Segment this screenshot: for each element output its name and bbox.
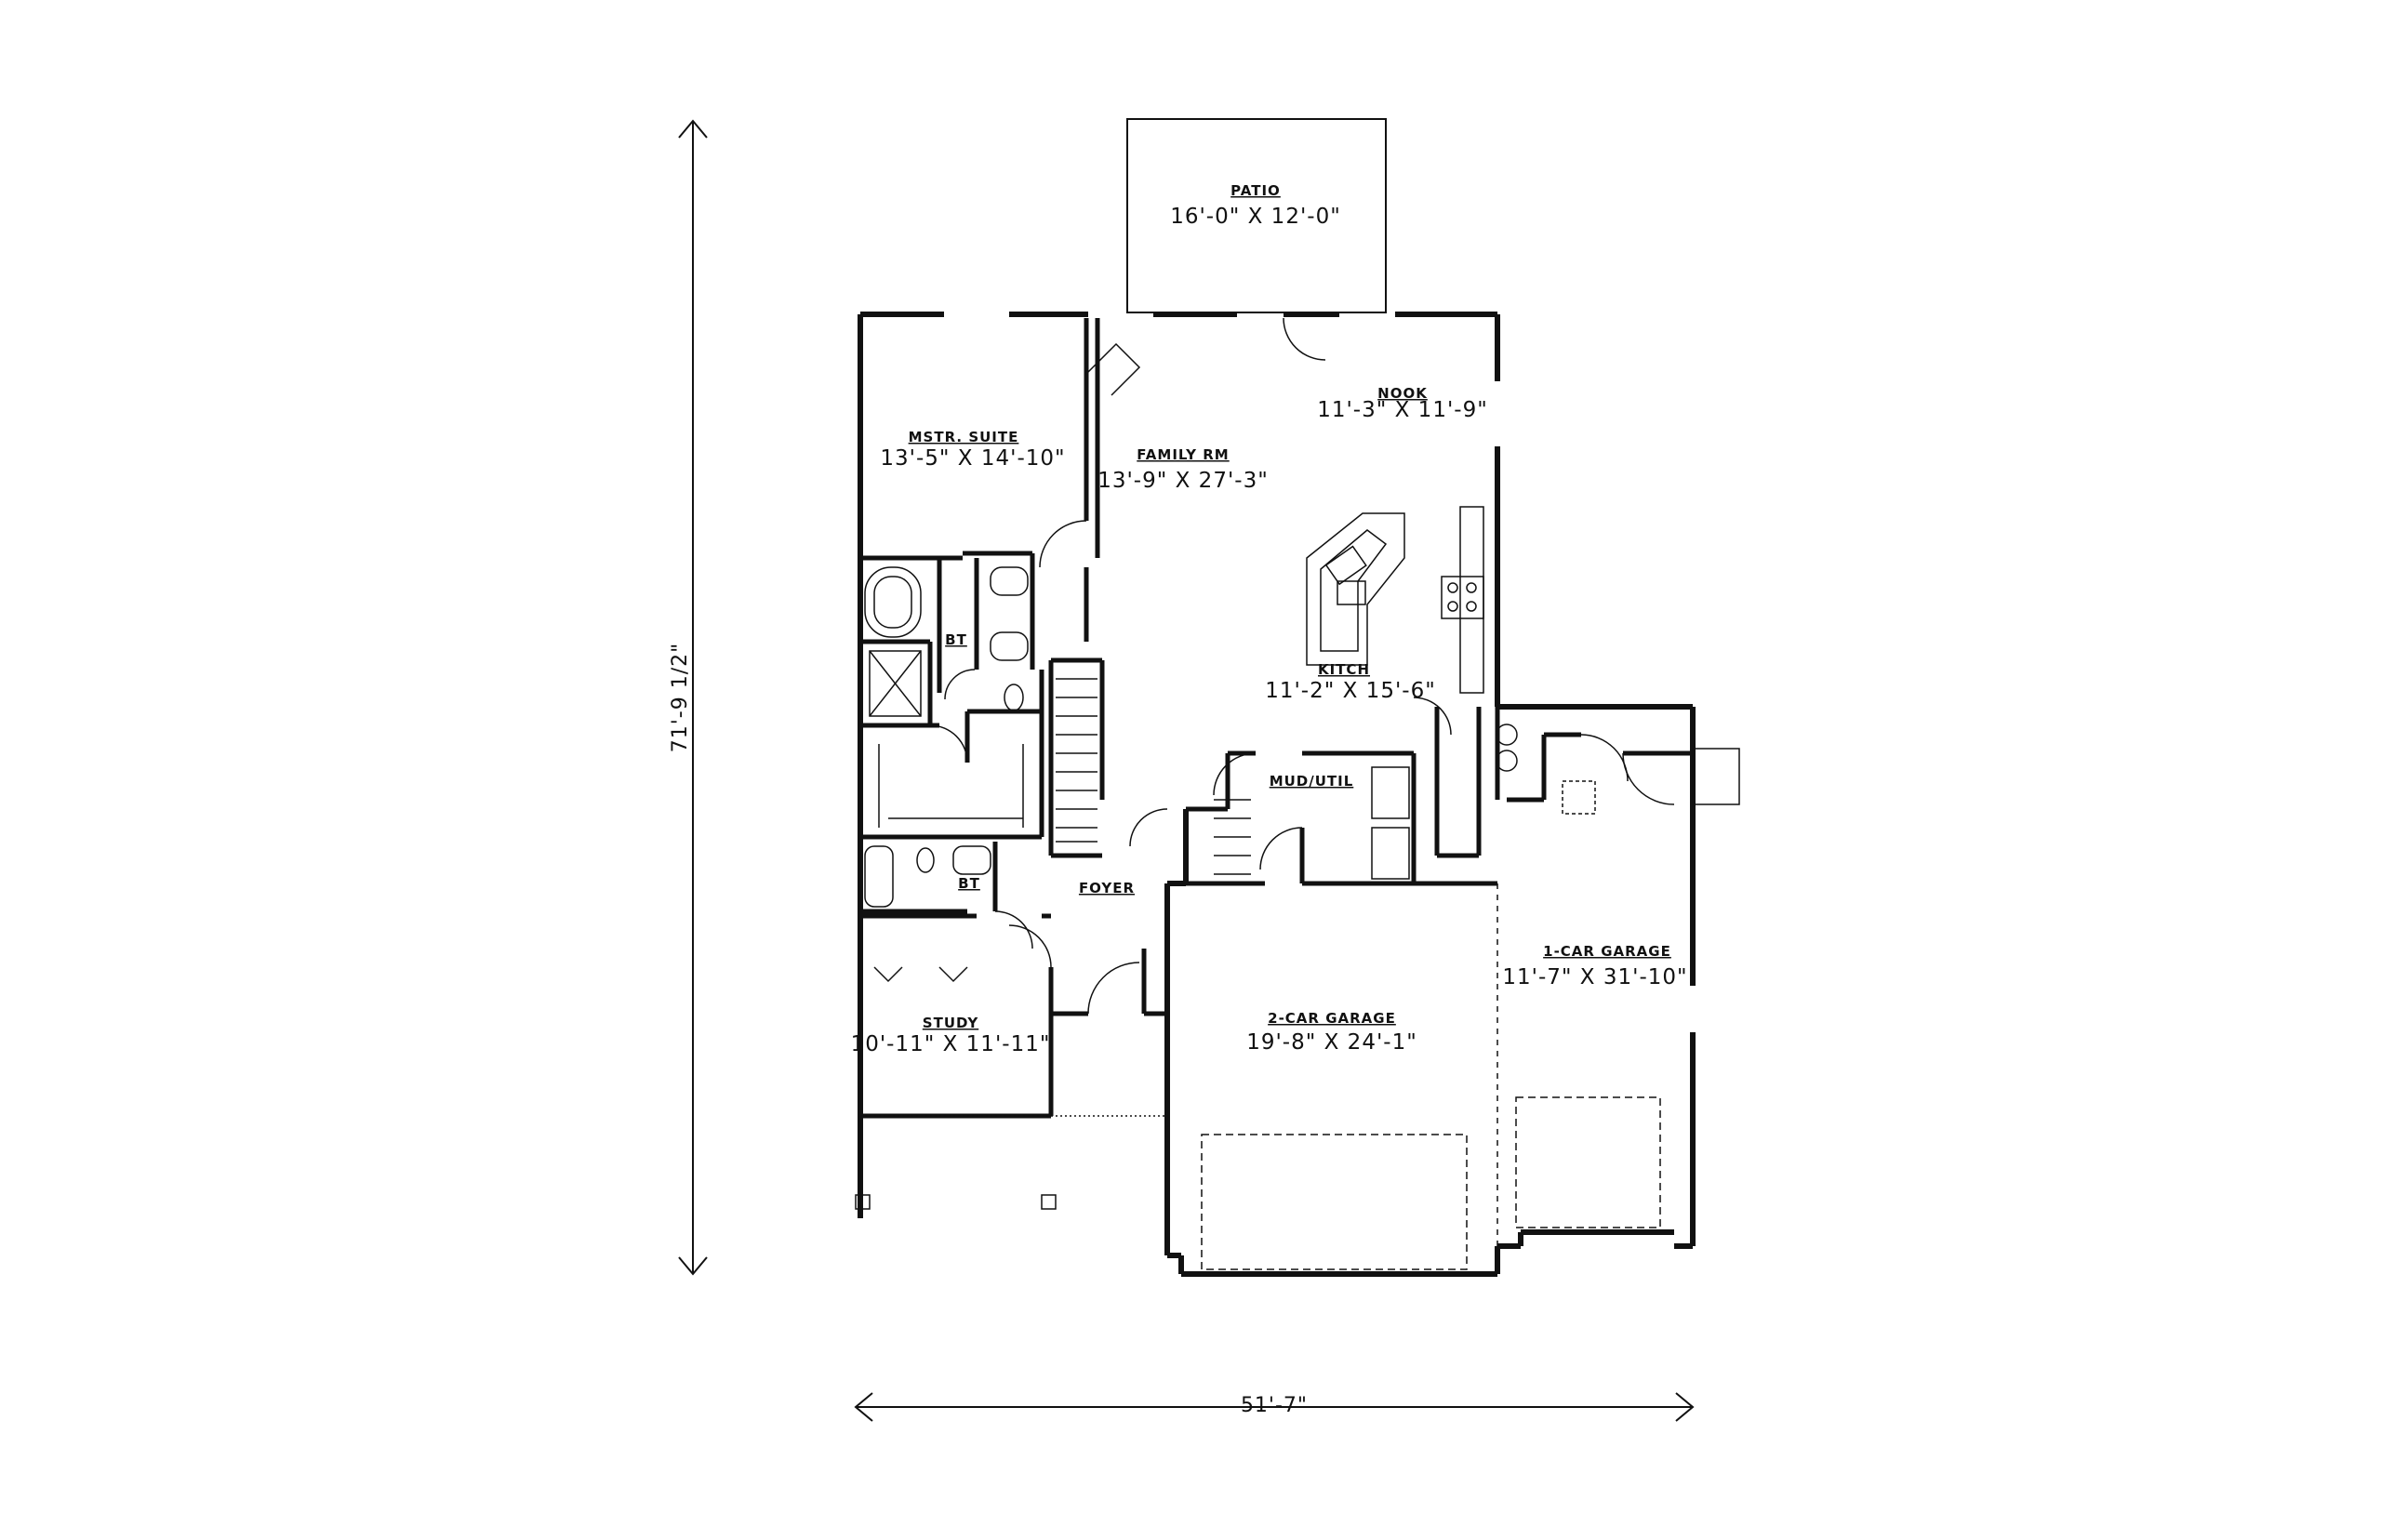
nook-label: NOOK	[1377, 385, 1428, 402]
overall-depth-label: 71'-9 1/2"	[669, 643, 692, 753]
master-suite-size: 13'-5" X 14'-10"	[880, 446, 1065, 471]
door-swings	[929, 317, 1675, 1015]
one-car-garage-label: 1-CAR GARAGE	[1543, 943, 1671, 960]
mud-util-label: MUD/UTIL	[1270, 773, 1354, 790]
patio-label: PATIO	[1230, 182, 1281, 199]
patio-size: 16'-0" X 12'-0"	[1170, 205, 1341, 229]
patio-outline	[1126, 118, 1387, 313]
kitchen-label: KITCH	[1318, 661, 1370, 678]
two-car-garage-label: 2-CAR GARAGE	[1268, 1010, 1396, 1027]
foyer-label: FOYER	[1079, 880, 1135, 896]
room-labels: PATIO 16'-0" X 12'-0" NOOK 11'-3" X 11'-…	[851, 182, 1687, 1056]
overall-width-label: 51'-7"	[1241, 1394, 1308, 1417]
family-rm-size: 13'-9" X 27'-3"	[1097, 469, 1269, 493]
nook-size: 11'-3" X 11'-9"	[1317, 398, 1488, 422]
master-suite-label: MSTR. SUITE	[909, 429, 1019, 445]
study-label: STUDY	[923, 1015, 979, 1031]
vertical-dimension	[678, 119, 708, 1276]
horizontal-dimension	[854, 1392, 1695, 1422]
family-rm-label: FAMILY RM	[1137, 446, 1229, 463]
bath-lower-label: BT	[958, 875, 980, 892]
two-car-garage-size: 19'-8" X 24'-1"	[1246, 1030, 1417, 1055]
study-size: 10'-11" X 11'-11"	[851, 1032, 1051, 1056]
interior-walls	[860, 318, 1693, 1119]
one-car-garage-size: 11'-7" X 31'-10"	[1502, 965, 1687, 989]
kitchen-size: 11'-2" X 15'-6"	[1265, 679, 1436, 703]
bath-upper-label: BT	[945, 631, 967, 648]
fixture-details	[855, 342, 1740, 1270]
